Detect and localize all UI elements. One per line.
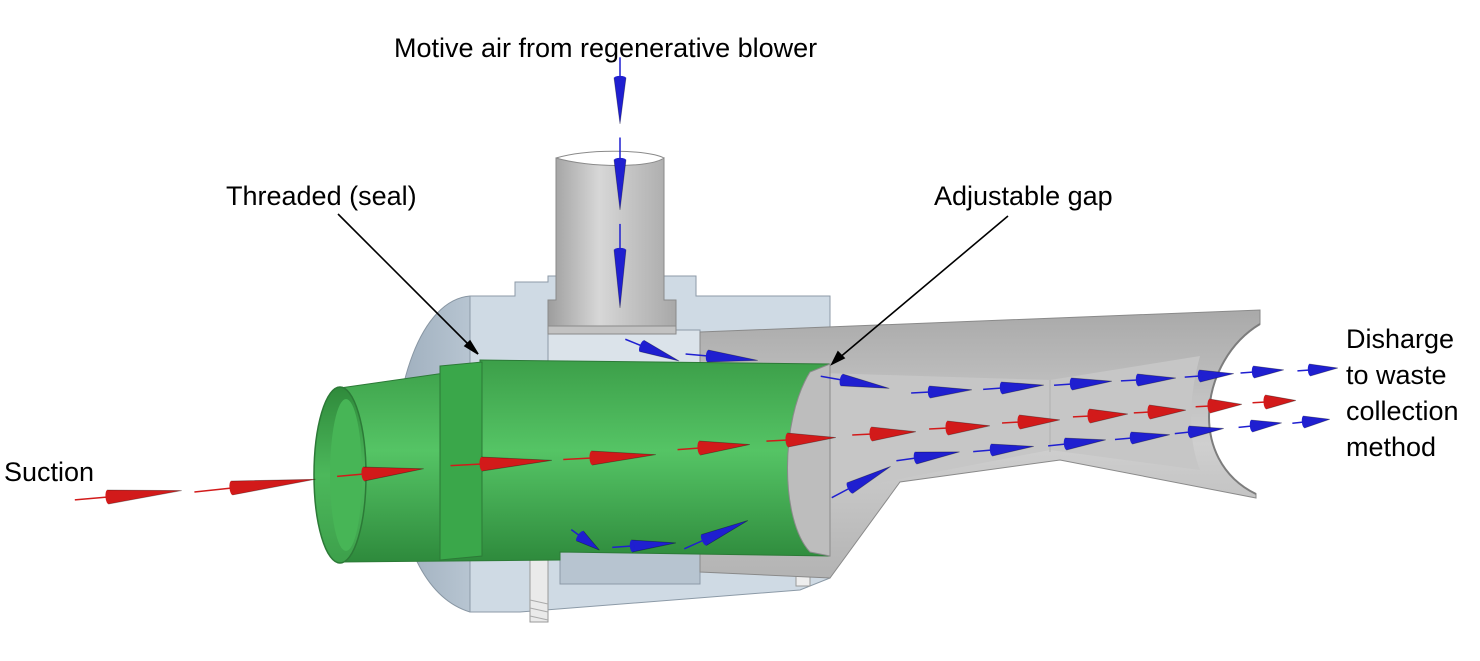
suction-arrow-6 (677, 440, 750, 456)
suction-tube (313, 359, 831, 564)
suction-tube-tip (787, 363, 831, 557)
motive-arrow-12 (896, 451, 960, 465)
leader-lines (337, 213, 1009, 366)
suction-arrow-12 (1133, 404, 1187, 420)
suction-arrow-5 (563, 450, 656, 466)
motive-arrow-17 (1238, 419, 1282, 433)
motive-arrow-1 (625, 338, 680, 362)
diffuser (699, 309, 1261, 579)
suction-label: Suction (4, 457, 94, 487)
threaded-seal-label: Threaded (seal) (226, 181, 417, 211)
motive-arrow-2 (685, 349, 758, 363)
motive-arrow-9 (1240, 365, 1285, 379)
motive-arrow-18 (1292, 415, 1330, 429)
inlet-pipe-body (547, 157, 677, 335)
suction-arrow-9 (929, 420, 991, 436)
motive-air-inlet-pipe (547, 150, 677, 335)
motive-arrow-6 (1053, 377, 1112, 391)
motive-arrow-14 (1048, 437, 1106, 451)
motive-arrow-8 (1184, 369, 1235, 383)
motive-arrow-11 (831, 466, 891, 499)
motive-arrow-16 (1174, 425, 1224, 439)
gap-leader (831, 215, 1009, 365)
suction-arrow-10 (1001, 414, 1061, 430)
discharge-label-line-1: Disharge (1346, 324, 1454, 354)
threaded-collar (439, 361, 483, 561)
motive-arrow-21 (683, 520, 749, 550)
suction-arrow-1 (74, 489, 182, 505)
suction-flow (74, 394, 1297, 505)
motive-arrow-20 (612, 539, 676, 553)
motive-air-flow (570, 57, 1339, 553)
suction-arrow-8 (852, 426, 917, 442)
motive-arrow-3 (820, 373, 890, 389)
diffuser-bore (790, 356, 1200, 500)
motive-arrow-4 (911, 385, 973, 399)
suction-arrow-2 (194, 478, 316, 496)
suction-arrow-11 (1072, 408, 1129, 424)
threaded-leader (337, 213, 479, 355)
suction-arrow-7 (766, 432, 837, 448)
discharge-label-line-2: to waste (1346, 360, 1447, 390)
suction-arrow-4 (450, 456, 552, 472)
suction-arrow-13 (1195, 398, 1243, 414)
motive-arrow-down-2 (613, 137, 627, 211)
set-screw-left (529, 555, 549, 623)
motive-air-label: Motive air from regenerative blower (394, 33, 817, 63)
motive-arrow-5 (983, 381, 1044, 395)
motive-arrow-13 (973, 443, 1034, 457)
motive-arrow-down-1 (613, 57, 627, 125)
motive-arrow-7 (1120, 373, 1177, 387)
motive-arrow-19 (570, 529, 600, 551)
motive-arrow-down-3 (613, 223, 627, 309)
discharge-label-line-4: method (1346, 432, 1436, 462)
discharge-label-line-3: collection (1346, 396, 1459, 426)
suction-arrow-3 (337, 466, 424, 482)
adjustable-gap-label: Adjustable gap (934, 181, 1113, 211)
motive-arrow-10 (1297, 363, 1339, 377)
motive-arrow-15 (1114, 431, 1170, 445)
suction-tube-outer (339, 359, 831, 563)
suction-arrow-14 (1252, 394, 1297, 410)
